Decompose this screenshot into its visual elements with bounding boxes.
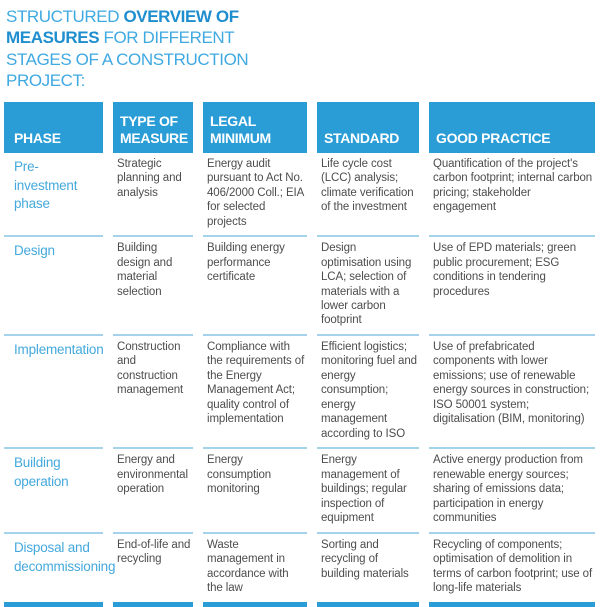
legal-minimum-cell: Energy consumption monitoring	[203, 449, 307, 534]
legal-minimum-cell: Building energy performance certificate	[203, 237, 307, 336]
title-text: PROJECT:	[6, 71, 85, 91]
column-header-type-of-measure: TYPE OF MEASURE	[113, 101, 193, 153]
legal-minimum-cell: Energy audit pursuant to Act No. 406/200…	[203, 153, 307, 238]
type-of-measure-cell: Construction and construction management	[113, 336, 193, 450]
standard-cell: Efficient logistics; monitoring fuel and…	[317, 336, 419, 450]
standard-cell: Design optimisation using LCA; selection…	[317, 237, 419, 336]
phase-cell: Implementation	[4, 336, 104, 450]
title-text: STAGES OF A CONSTRUCTION	[6, 49, 249, 69]
standard-cell: Life cycle cost (LCC) analysis; climate …	[317, 153, 419, 238]
phase-cell: Pre-investment phase	[4, 153, 103, 238]
good-practice-cell: Active energy production from renewable …	[429, 449, 595, 534]
title-line: MEASURES FOR DIFFERENT	[6, 27, 256, 48]
type-of-measure-cell: End-of-life and recycling	[113, 534, 193, 607]
phase-cell: Building operation	[4, 449, 103, 534]
legal-minimum-cell: Waste management in accordance with the …	[203, 534, 307, 607]
title-text-bold: OVERVIEW OF	[123, 7, 239, 26]
type-of-measure-cell: Energy and environmental operation	[113, 449, 193, 534]
type-of-measure-cell: Building design and material selection	[113, 237, 193, 336]
title-text: FOR DIFFERENT	[99, 28, 235, 48]
column-header-phase: PHASE	[4, 101, 103, 153]
phase-cell: Disposal and decommissioning	[4, 534, 115, 607]
good-practice-cell: Recycling of components; optimisation of…	[429, 534, 595, 607]
title-text-bold: MEASURES	[6, 28, 100, 48]
title-line: STAGES OF A CONSTRUCTION	[6, 49, 256, 70]
good-practice-cell: Use of EPD materials; green public procu…	[429, 237, 595, 336]
page-title: STRUCTURED OVERVIEW OF MEASURES FOR DIFF…	[6, 6, 256, 92]
title-line: STRUCTURED OVERVIEW OF	[6, 6, 256, 27]
good-practice-cell: Use of prefabricated components with low…	[429, 336, 595, 450]
good-practice-cell: Quantification of the project's carbon f…	[429, 153, 595, 238]
type-of-measure-cell: Strategic planning and analysis	[113, 153, 193, 238]
column-header-good-practice: GOOD PRACTICE	[429, 101, 595, 153]
legal-minimum-cell: Compliance with the requirements of the …	[203, 336, 307, 450]
title-text: STRUCTURED	[6, 7, 124, 26]
column-header-legal-minimum: LEGAL MINIMUM	[203, 101, 307, 153]
measures-table: PHASE TYPE OF MEASURE LEGAL MINIMUM STAN…	[4, 101, 595, 607]
standard-cell: Sorting and recycling of building materi…	[317, 534, 419, 607]
phase-cell: Design	[4, 237, 103, 336]
title-line: PROJECT:	[6, 70, 256, 91]
standard-cell: Energy management of buildings; regular …	[317, 449, 419, 534]
column-header-standard: STANDARD	[317, 101, 419, 153]
